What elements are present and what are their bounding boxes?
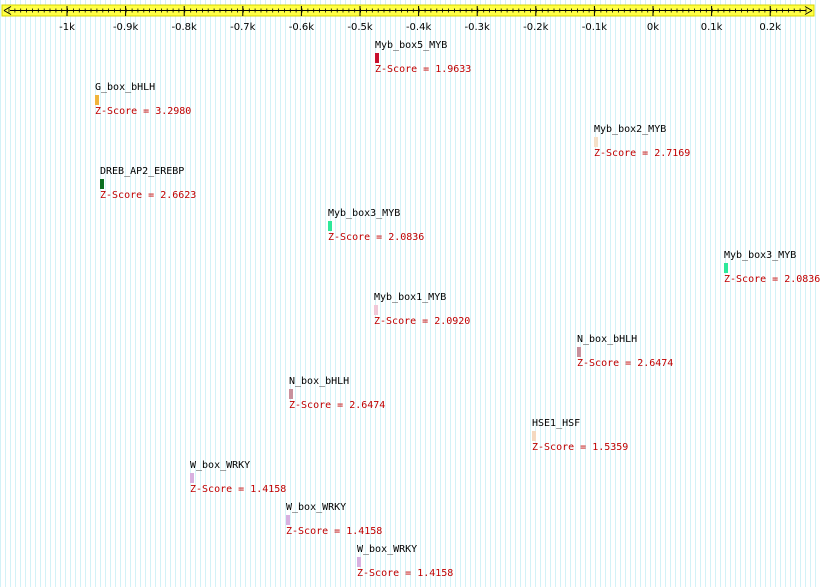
motif-z-score: Z-Score = 2.7169: [594, 148, 691, 159]
motif-name: W_box_WRKY: [190, 460, 251, 471]
motif-name: W_box_WRKY: [357, 544, 418, 555]
motif-marker: [95, 95, 99, 105]
ruler-tick-label: -0.3k: [465, 22, 491, 33]
motif-marker: [190, 473, 194, 483]
ruler-tick-label: -0.8k: [172, 22, 198, 33]
motif-name: N_box_bHLH: [577, 334, 638, 345]
motif-marker: [375, 53, 379, 63]
motif-z-score: Z-Score = 1.5359: [532, 442, 629, 453]
ruler-major-ticks: -1k -0.9k -0.8k -0.7k -0.6k -0.5k -0.4k -0.3k -0…: [59, 6, 781, 33]
ruler-tick-label: -0.5k: [347, 22, 373, 33]
ruler-tick-label: -0.4k: [406, 22, 432, 33]
ruler-tick-label: 0.2k: [759, 22, 781, 33]
motif-z-score: Z-Score = 2.6474: [289, 400, 386, 411]
ruler-tick-label: 0.1k: [701, 22, 723, 33]
motif-name: G_box_bHLH: [95, 82, 156, 93]
motif-marker: [532, 431, 536, 441]
motif-marker: [594, 137, 598, 147]
motif-marker: [100, 179, 104, 189]
motif-name: W_box_WRKY: [286, 502, 347, 513]
motif-marker: [577, 347, 581, 357]
ruler-tick-label: -0.7k: [230, 22, 256, 33]
motif-z-score: Z-Score = 2.0920: [374, 316, 471, 327]
motif-name: HSE1_HSF: [532, 418, 581, 429]
motif-name: N_box_bHLH: [289, 376, 350, 387]
motif-z-score: Z-Score = 3.2980: [95, 106, 192, 117]
ruler-tick-label: 0k: [647, 22, 659, 33]
ruler-minor-ticks: [8, 8, 807, 13]
ruler-tick-label: -1k: [59, 22, 75, 33]
ruler-tick-label: -0.6k: [289, 22, 315, 33]
arrow-right-icon: [804, 6, 813, 15]
motif-z-score: Z-Score = 1.4158: [357, 568, 454, 579]
motif-marker: [328, 221, 332, 231]
motif-name: Myb_box2_MYB: [594, 124, 667, 135]
motif-name: DREB_AP2_EREBP: [100, 166, 185, 177]
motif-name: Myb_box3_MYB: [724, 250, 797, 261]
motif-marker: [374, 305, 378, 315]
motif-marker: [289, 389, 293, 399]
motif-z-score: Z-Score = 2.6474: [577, 358, 674, 369]
ruler-tick-label: -0.2k: [523, 22, 549, 33]
motif-z-score: Z-Score = 1.4158: [286, 526, 383, 537]
motif-name: Myb_box5_MYB: [375, 40, 448, 51]
motif-z-score: Z-Score = 1.9633: [375, 64, 472, 75]
motif-z-score: Z-Score = 2.0836: [328, 232, 425, 243]
motif-marker: [286, 515, 290, 525]
motif-marker: [724, 263, 728, 273]
position-ruler: -1k -0.9k -0.8k -0.7k -0.6k -0.5k -0.4k -0.3k -0…: [1, 4, 815, 33]
motif-name: Myb_box1_MYB: [374, 292, 447, 303]
arrow-left-icon: [3, 6, 12, 15]
motif-z-score: Z-Score = 2.0836: [724, 274, 820, 285]
ruler-tick-label: -0.9k: [113, 22, 139, 33]
ruler-tick-label: -0.1k: [582, 22, 608, 33]
motif-marker: [357, 557, 361, 567]
motif-name: Myb_box3_MYB: [328, 208, 401, 219]
motif-z-score: Z-Score = 2.6623: [100, 190, 197, 201]
motif-z-score: Z-Score = 1.4158: [190, 484, 287, 495]
